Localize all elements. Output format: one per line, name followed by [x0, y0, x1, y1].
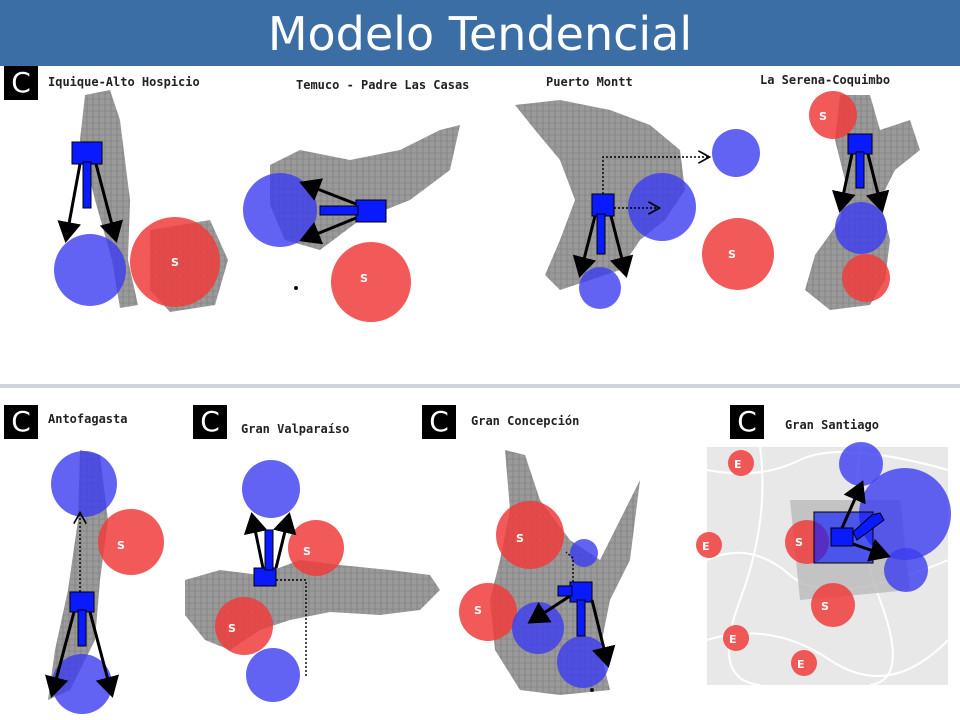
red-circle — [459, 583, 517, 641]
blue-circle — [628, 173, 696, 241]
s-label: S — [821, 600, 829, 613]
s-label: S — [474, 604, 482, 617]
red-circle — [288, 520, 344, 576]
label-temuco: Temuco - Padre Las Casas — [296, 78, 470, 92]
map-santiago: S S E E E E — [696, 442, 951, 676]
blue-circle — [512, 602, 564, 654]
badge-antofagasta: C — [4, 405, 38, 439]
center-block — [69, 591, 95, 613]
badge-valparaiso: C — [193, 405, 227, 439]
map-puerto-montt: S — [515, 100, 774, 309]
red-circle — [811, 583, 855, 627]
badge-santiago: C — [730, 405, 764, 439]
header-bar: Modelo Tendencial — [0, 0, 960, 66]
label-iquique: Iquique-Alto Hospicio — [48, 75, 200, 89]
e-label: E — [734, 458, 742, 471]
map-antofagasta: S — [45, 450, 164, 714]
center-block — [253, 567, 277, 587]
badge-concepcion: C — [422, 405, 456, 439]
red-circle — [696, 532, 722, 558]
center-block — [71, 141, 103, 165]
s-label: S — [516, 532, 524, 545]
red-circle — [809, 91, 857, 139]
blue-circle — [242, 460, 300, 518]
section-divider — [0, 384, 960, 388]
e-label: E — [702, 540, 710, 553]
map-concepcion: S S — [459, 450, 640, 695]
blue-circle — [570, 539, 598, 567]
label-valparaiso: Gran Valparaíso — [241, 422, 350, 436]
red-circle — [791, 650, 817, 676]
badge-iquique: C — [4, 66, 38, 100]
center-block — [847, 133, 873, 155]
s-label: S — [795, 536, 803, 549]
s-label: S — [728, 248, 736, 261]
label-santiago: Gran Santiago — [785, 418, 879, 432]
blue-circle — [712, 129, 760, 177]
map-iquique: S — [54, 90, 228, 312]
blue-circle — [243, 173, 317, 247]
map-la-serena: S — [805, 91, 920, 310]
red-circle — [130, 217, 220, 307]
s-label: S — [360, 272, 368, 285]
blue-circle — [839, 442, 883, 486]
red-circle — [723, 625, 749, 651]
map-temuco: S — [243, 125, 460, 322]
e-label: E — [729, 633, 737, 646]
red-circle — [728, 450, 754, 476]
blue-circle — [579, 267, 621, 309]
blue-circle — [884, 548, 928, 592]
blue-circle — [54, 234, 126, 306]
page-title: Modelo Tendencial — [267, 7, 693, 61]
label-antofagasta: Antofagasta — [48, 412, 128, 426]
blue-circle — [557, 636, 609, 688]
label-concepcion: Gran Concepción — [471, 414, 580, 428]
s-label: S — [819, 110, 827, 123]
red-circle — [215, 597, 273, 655]
label-la-serena: La Serena-Coquimbo — [760, 73, 891, 87]
red-circle — [331, 242, 411, 322]
map-valparaiso: S S — [185, 460, 440, 702]
blue-circle — [52, 654, 112, 714]
e-label: E — [797, 658, 805, 671]
red-circle — [702, 218, 774, 290]
red-circle — [842, 254, 890, 302]
blue-circle — [51, 451, 117, 517]
center-block — [591, 193, 615, 217]
red-circle — [496, 501, 564, 569]
blue-circle — [859, 468, 951, 560]
blue-circle — [835, 202, 887, 254]
blue-circle — [246, 648, 300, 702]
center-block — [355, 199, 387, 223]
red-circle — [98, 509, 164, 575]
s-label: S — [171, 256, 179, 269]
s-label: S — [228, 622, 236, 635]
s-label: S — [303, 545, 311, 558]
label-puerto-montt: Puerto Montt — [546, 75, 633, 89]
center-block — [569, 581, 593, 603]
s-label: S — [117, 539, 125, 552]
